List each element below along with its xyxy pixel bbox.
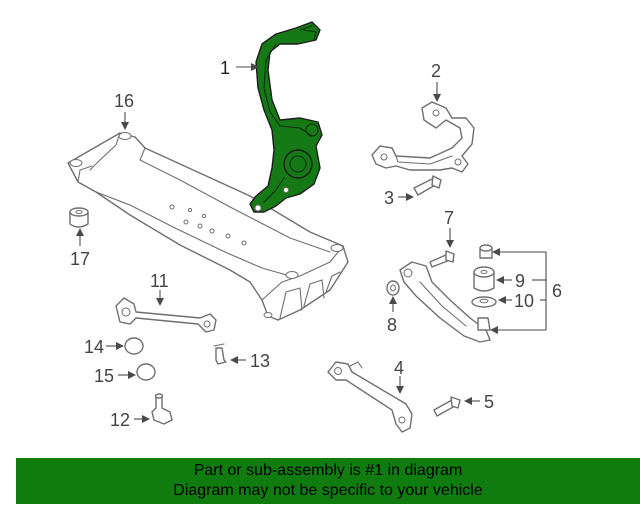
part-7-bolt[interactable]: [429, 250, 455, 268]
notice-line-2: Diagram may not be specific to your vehi…: [173, 482, 483, 499]
callout-6[interactable]: 6: [552, 281, 562, 301]
parts-diagram: 1 2 3 4 5 6 7 8 9 10 11 12 13 14 15 16 1…: [67, 21, 562, 433]
callout-5[interactable]: 5: [484, 392, 494, 412]
part-14-washer[interactable]: [124, 337, 144, 355]
part-8-washer[interactable]: [386, 280, 400, 296]
notice-line-1: Part or sub-assembly is #1 in diagram: [193, 462, 463, 479]
part-6-cap[interactable]: [479, 244, 493, 259]
part-3-bolt[interactable]: [413, 175, 442, 196]
leader-lines: [76, 63, 547, 423]
callout-16[interactable]: 16: [114, 91, 134, 111]
part-12-eccentric-bolt[interactable]: [151, 393, 173, 425]
callout-13[interactable]: 13: [250, 351, 270, 371]
callout-17[interactable]: 17: [70, 249, 90, 269]
part-16-crossmember[interactable]: [67, 132, 349, 321]
part-4-trailing-link[interactable]: [327, 361, 413, 433]
part-17-mount[interactable]: [69, 207, 89, 228]
part-15-washer[interactable]: [136, 363, 156, 381]
part-6-lower-arm-assembly[interactable]: [399, 261, 491, 343]
part-1-knuckle[interactable]: [249, 21, 323, 213]
callout-15[interactable]: 15: [94, 366, 114, 386]
callout-14[interactable]: 14: [84, 337, 104, 357]
callout-10[interactable]: 10: [514, 291, 534, 311]
part-11-lateral-link[interactable]: [115, 297, 217, 333]
part-10-bushing[interactable]: [471, 296, 497, 308]
part-2-upper-arm[interactable]: [371, 101, 475, 173]
callout-7[interactable]: 7: [444, 208, 454, 228]
callout-1[interactable]: 1: [220, 58, 230, 78]
callout-2[interactable]: 2: [431, 61, 441, 81]
callout-3[interactable]: 3: [384, 188, 394, 208]
callout-12[interactable]: 12: [110, 410, 130, 430]
part-5-bolt[interactable]: [433, 396, 461, 417]
notice-banner: Part or sub-assembly is #1 in diagram Di…: [16, 458, 640, 504]
part-9-bushing[interactable]: [473, 266, 495, 292]
part-13-bolt[interactable]: [213, 343, 227, 365]
callout-4[interactable]: 4: [394, 358, 404, 378]
callout-8[interactable]: 8: [387, 315, 397, 335]
callout-9[interactable]: 9: [515, 271, 525, 291]
callout-11[interactable]: 11: [150, 271, 169, 291]
